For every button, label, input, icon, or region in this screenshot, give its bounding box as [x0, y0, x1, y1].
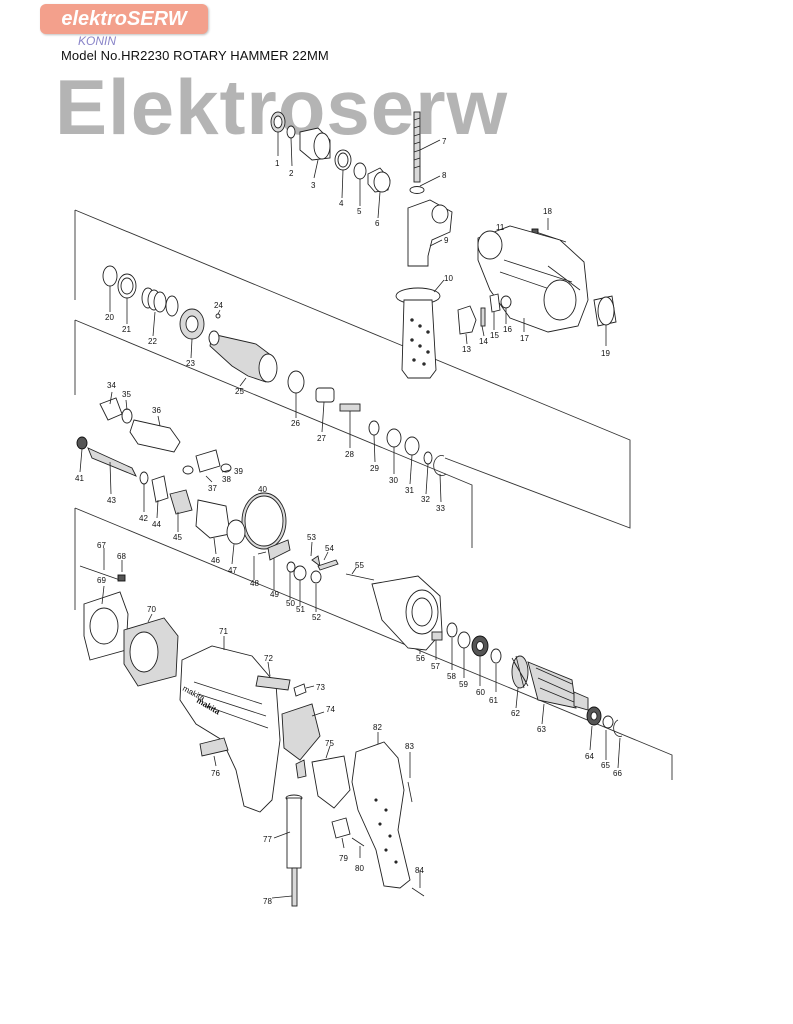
part-label: 84 — [415, 866, 424, 875]
part-label: 27 — [317, 434, 326, 443]
part-label: 19 — [601, 349, 610, 358]
section-frames — [74, 209, 673, 780]
part-label: 52 — [312, 613, 321, 622]
part-label: 67 — [97, 541, 106, 550]
part-label: 18 — [543, 207, 552, 216]
part-label: 3 — [311, 181, 316, 190]
part-label: 31 — [405, 486, 414, 495]
part-label: 76 — [211, 769, 220, 778]
part-label: 15 — [490, 331, 499, 340]
part-label: 37 — [208, 484, 217, 493]
part-number-labels: 1 2 3 4 5 6 7 8 9 10 11 13 14 15 16 17 1… — [75, 137, 622, 906]
part-label: 55 — [355, 561, 364, 570]
part-label: 78 — [263, 897, 272, 906]
part-label: 54 — [325, 544, 334, 553]
part-label: 66 — [613, 769, 622, 778]
part-label: 34 — [107, 381, 116, 390]
front-assembly — [270, 111, 617, 379]
part-label: 49 — [270, 590, 279, 599]
logo-location: KONIN — [78, 34, 117, 48]
part-label: 11 — [496, 223, 505, 232]
part-label: 45 — [173, 533, 182, 542]
part-label: 25 — [235, 387, 244, 396]
part-label: 83 — [405, 742, 414, 751]
part-label: 36 — [152, 406, 161, 415]
part-label: 9 — [444, 236, 449, 245]
part-label: 35 — [122, 390, 131, 399]
part-label: 17 — [520, 334, 529, 343]
part-label: 14 — [479, 337, 488, 346]
leader-lines — [79, 132, 621, 899]
part-label: 41 — [75, 474, 84, 483]
logo-text: elektroSERW — [61, 7, 187, 30]
part-label: 5 — [357, 207, 362, 216]
part-label: 51 — [296, 605, 305, 614]
part-label: 28 — [345, 450, 354, 459]
part-label: 2 — [289, 169, 294, 178]
spindle-assembly — [102, 265, 447, 476]
impact-mechanism — [76, 397, 339, 584]
part-label: 47 — [228, 566, 237, 575]
page-title: Model No.HR2230 ROTARY HAMMER 22MM — [61, 48, 329, 63]
part-label: 33 — [436, 504, 445, 513]
part-label: 16 — [503, 325, 512, 334]
part-label: 59 — [459, 680, 468, 689]
part-label: 80 — [355, 864, 364, 873]
part-label: 20 — [105, 313, 114, 322]
part-label: 8 — [442, 171, 447, 180]
part-label: 69 — [97, 576, 106, 585]
part-label: 82 — [373, 723, 382, 732]
motor-and-handle-assembly: makita — [79, 565, 623, 907]
part-label: 79 — [339, 854, 348, 863]
part-label: 58 — [447, 672, 456, 681]
part-label: 32 — [421, 495, 430, 504]
part-label: 60 — [476, 688, 485, 697]
part-label: 65 — [601, 761, 610, 770]
part-label: 26 — [291, 419, 300, 428]
part-label: 43 — [107, 496, 116, 505]
part-label: 72 — [264, 654, 273, 663]
part-label: 42 — [139, 514, 148, 523]
part-label: 23 — [186, 359, 195, 368]
part-label: 21 — [122, 325, 131, 334]
part-label: 71 — [219, 627, 228, 636]
part-label: 30 — [389, 476, 398, 485]
part-label: 63 — [537, 725, 546, 734]
part-label: 62 — [511, 709, 520, 718]
part-label: 7 — [442, 137, 447, 146]
elektroserw-logo: elektroSERW — [40, 4, 208, 34]
part-label: 56 — [416, 654, 425, 663]
part-label: 6 — [375, 219, 380, 228]
part-label: 64 — [585, 752, 594, 761]
part-label: 68 — [117, 552, 126, 561]
part-label: 13 — [462, 345, 471, 354]
part-label: 77 — [263, 835, 272, 844]
part-label: 70 — [147, 605, 156, 614]
part-label: 24 — [214, 301, 223, 310]
part-label: 53 — [307, 533, 316, 542]
part-label: 46 — [211, 556, 220, 565]
part-label: 1 — [275, 159, 280, 168]
part-label: 61 — [489, 696, 498, 705]
watermark: Elektroserw — [55, 63, 509, 151]
part-label: 4 — [339, 199, 344, 208]
part-label: 10 — [444, 274, 453, 283]
part-label: 38 — [222, 475, 231, 484]
part-label: 44 — [152, 520, 161, 529]
part-label: 48 — [250, 579, 259, 588]
part-label: 57 — [431, 662, 440, 671]
part-label: 40 — [258, 485, 267, 494]
part-label: 74 — [326, 705, 335, 714]
part-label: 50 — [286, 599, 295, 608]
part-label: 39 — [234, 467, 243, 476]
part-label: 29 — [370, 464, 379, 473]
part-label: 73 — [316, 683, 325, 692]
part-label: 75 — [325, 739, 334, 748]
part-label: 22 — [148, 337, 157, 346]
